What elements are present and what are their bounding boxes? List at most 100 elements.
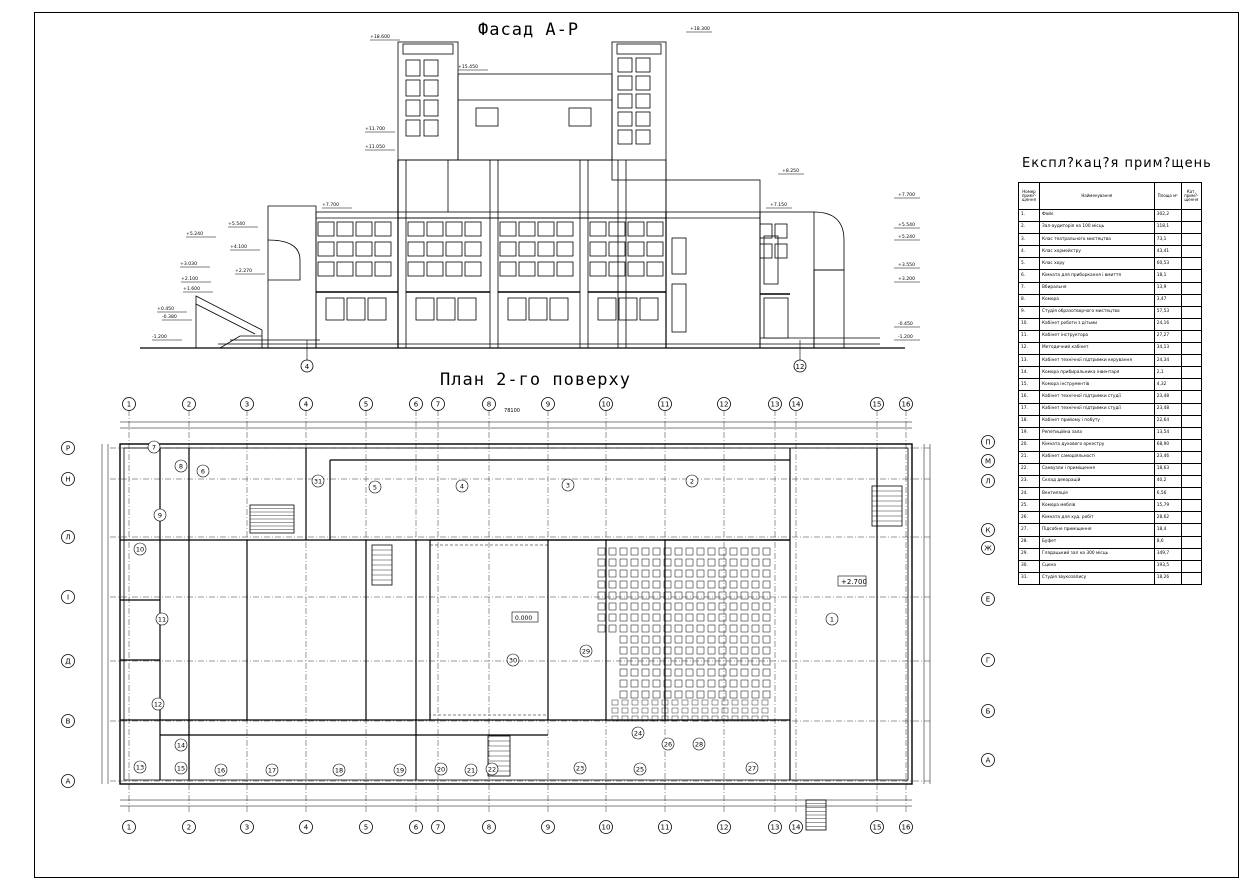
facade-window (639, 297, 659, 321)
level-mark-left: +3.030 (180, 261, 197, 267)
seat (707, 580, 716, 589)
table-cell-a: 28,62 (1153, 511, 1182, 525)
table-cell-name: Кімната духового оркестру (1038, 438, 1155, 452)
room-number: 20 (437, 765, 445, 773)
seat (674, 668, 683, 677)
seat (663, 602, 672, 611)
seat (652, 690, 661, 699)
seat (685, 679, 694, 688)
seat (663, 569, 672, 578)
seat (641, 657, 650, 666)
seat (630, 690, 639, 699)
axis-bubble (409, 397, 423, 411)
facade-window (499, 241, 517, 257)
facade-window (608, 241, 626, 257)
seat (701, 707, 709, 714)
seat (608, 591, 617, 600)
seat (696, 602, 705, 611)
table-cell-category (1180, 414, 1203, 428)
header-area: Площа м² (1153, 182, 1182, 210)
axis-label: 3 (245, 401, 249, 409)
facade-window (759, 223, 773, 239)
table-cell-category (1180, 499, 1203, 513)
axis-label: Д (65, 658, 71, 666)
table-cell-n: 20. (1018, 438, 1040, 452)
facade-window (464, 261, 482, 277)
table-cell-name: Кабінет інструктора (1038, 329, 1155, 344)
facade-window (627, 221, 645, 237)
room-bubble (147, 440, 161, 454)
seat (751, 569, 760, 578)
seat (619, 635, 628, 644)
facade-window (537, 221, 555, 237)
seat (685, 690, 694, 699)
seat (701, 715, 709, 722)
seat (707, 690, 716, 699)
axis-label: 9 (546, 401, 550, 409)
seat (608, 569, 617, 578)
axis-label: К (986, 527, 991, 535)
seat (608, 602, 617, 611)
seat (619, 657, 628, 666)
table-cell-name: Методичний кабінет (1038, 342, 1155, 356)
seat (707, 679, 716, 688)
axis-bubble (789, 397, 803, 411)
axis-bubble (658, 397, 672, 411)
facade-window (556, 261, 574, 277)
table-cell-a: 193,5 (1153, 559, 1182, 573)
seat (718, 624, 727, 633)
seat (681, 715, 689, 722)
seat (641, 646, 650, 655)
seat (641, 679, 650, 688)
facade-window (436, 297, 456, 321)
facade-window (317, 221, 335, 237)
seat (641, 707, 649, 714)
seat (663, 679, 672, 688)
seat (740, 613, 749, 622)
table-cell-a: 18,4 (1153, 523, 1182, 537)
table-cell-name: Вентиляція (1038, 487, 1155, 501)
room-bubble (311, 474, 325, 488)
table-cell-n: 31. (1018, 571, 1040, 585)
table-cell-n: 5. (1018, 257, 1040, 271)
facade-window (426, 241, 444, 257)
facade-window (589, 261, 607, 277)
seat (707, 635, 716, 644)
seat (762, 679, 771, 688)
seat (762, 668, 771, 677)
seat (740, 646, 749, 655)
table-cell-name: Комора інструментів (1038, 378, 1155, 392)
room-number: 12 (154, 700, 162, 708)
facade-window (627, 261, 645, 277)
room-number: 21 (467, 766, 475, 774)
room-bubble (485, 762, 499, 776)
axis-label: Ж (984, 545, 992, 553)
seat (696, 679, 705, 688)
room-number: 16 (217, 766, 225, 774)
seat (761, 699, 769, 706)
seat (597, 613, 606, 622)
table-cell-name: Вбиральня (1038, 281, 1155, 295)
facade-window (374, 221, 392, 237)
seat (619, 591, 628, 600)
axis-label: 14 (792, 824, 801, 832)
facade-window (635, 57, 651, 73)
seat (729, 580, 738, 589)
axis-bubble (981, 541, 995, 555)
seat (674, 635, 683, 644)
axis-label: 3 (245, 824, 249, 832)
table-cell-a: 23,48 (1153, 390, 1182, 404)
table-cell-category (1180, 233, 1203, 247)
facade-window (336, 241, 354, 257)
table-cell-a: 24,34 (1153, 354, 1182, 368)
axis-label: 11 (661, 824, 670, 832)
room-bubble (174, 738, 188, 752)
seat (663, 580, 672, 589)
seat (696, 547, 705, 556)
table-cell-a: 13,9 (1153, 281, 1182, 295)
